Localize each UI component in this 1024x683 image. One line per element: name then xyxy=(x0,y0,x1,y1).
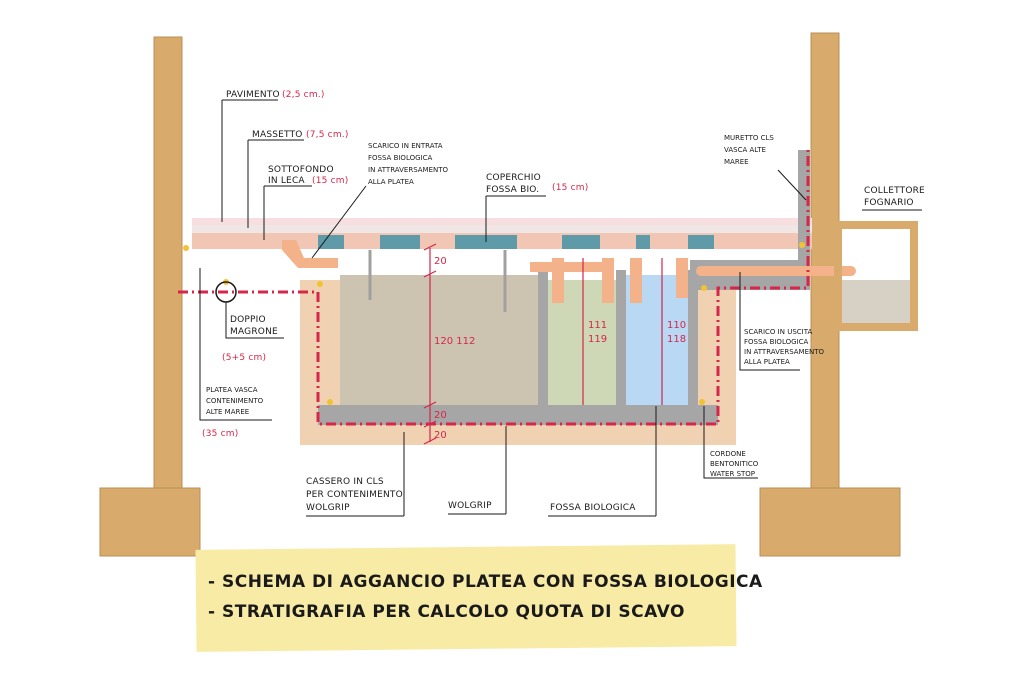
collettore-water xyxy=(842,280,910,323)
left-footing xyxy=(99,487,201,557)
dim-tick xyxy=(423,270,437,278)
label-scarico-uscita-1: SCARICO IN USCITA xyxy=(744,328,812,336)
water-stop-dot xyxy=(799,242,805,248)
label-collettore-2: FOGNARIO xyxy=(864,198,914,208)
notes-box xyxy=(195,544,737,652)
label-collettore-1: COLLETTORE xyxy=(864,186,925,196)
label-cordone-1: CORDONE xyxy=(710,450,746,458)
label-muretto-3: MAREE xyxy=(724,158,749,166)
water-stop-dot xyxy=(317,281,323,287)
water-stop-dot xyxy=(701,285,707,291)
label-scarico-uscita-2: FOSSA BIOLOGICA xyxy=(744,338,808,346)
leader-doppio xyxy=(225,302,284,339)
label-doppio-1: DOPPIO xyxy=(230,315,266,325)
partition-1 xyxy=(538,268,548,405)
label-cassero-2: PER CONTENIMENTO xyxy=(306,490,403,500)
vent-3 xyxy=(630,258,642,303)
lid-4 xyxy=(562,235,600,249)
leader-platea xyxy=(199,268,272,421)
label-cordone-2: BENTONITICO xyxy=(710,460,759,468)
leader-scarico-uscita xyxy=(739,272,800,371)
lid-2 xyxy=(380,235,420,249)
label-platea-2: CONTENIMENTO xyxy=(206,397,264,405)
label-platea-1: PLATEA VASCA xyxy=(206,386,258,394)
label-scarico-entrata-1: SCARICO IN ENTRATA xyxy=(368,142,443,150)
dim-c2-b: 119 xyxy=(588,334,607,345)
partition-3 xyxy=(688,270,698,405)
chamber-1 xyxy=(340,275,540,405)
label-muretto-1: MURETTO CLS xyxy=(724,134,774,142)
label-coperchio-1: COPERCHIO xyxy=(486,173,541,183)
label-sottofondo-2: IN LECA xyxy=(268,176,305,186)
label-cordone-3: WATER STOP xyxy=(710,470,755,478)
partition-2 xyxy=(616,270,626,405)
label-scarico-entrata-2: FOSSA BIOLOGICA xyxy=(368,154,432,162)
label-scarico-entrata-4: ALLA PLATEA xyxy=(368,178,414,186)
dim-c3-a: 110 xyxy=(667,320,686,331)
massetto-layer xyxy=(192,225,812,233)
notes-line-2: - STRATIGRAFIA PER CALCOLO QUOTA DI SCAV… xyxy=(208,602,685,622)
lid-1 xyxy=(318,235,344,249)
label-doppio-2: MAGRONE xyxy=(230,327,278,337)
inlet-pipe xyxy=(282,240,338,268)
label-doppio-val: (5+5 cm) xyxy=(222,353,266,363)
notes-line-1: - SCHEMA DI AGGANCIO PLATEA CON FOSSA BI… xyxy=(208,572,763,592)
dim-tick xyxy=(423,401,437,409)
lid-5 xyxy=(636,235,650,249)
label-coperchio-val: (15 cm) xyxy=(552,183,588,193)
dim-top-20: 20 xyxy=(434,256,447,267)
leader-cordone xyxy=(703,406,758,479)
dim-c3-b: 118 xyxy=(667,334,686,345)
water-stop-dot xyxy=(327,399,333,405)
vent-4 xyxy=(676,258,688,298)
outlet-pipe xyxy=(696,266,856,276)
pavimento-layer xyxy=(192,218,812,225)
vent-top xyxy=(530,262,610,272)
tank-base xyxy=(318,405,718,425)
label-cassero-3: WOLGRIP xyxy=(306,503,350,513)
label-scarico-uscita-3: IN ATTRAVERSAMENTO xyxy=(744,348,825,356)
label-wolgrip: WOLGRIP xyxy=(448,501,492,511)
waterproof-line xyxy=(178,150,810,426)
label-massetto-val: (7,5 cm.) xyxy=(306,130,349,140)
dim-tick xyxy=(423,243,437,251)
label-platea-val: (35 cm) xyxy=(202,429,238,439)
label-scarico-entrata-3: IN ATTRAVERSAMENTO xyxy=(368,166,449,174)
dim-tick xyxy=(423,420,437,428)
dim-main-height: 120 112 xyxy=(434,336,475,347)
label-platea-3: ALTE MAREE xyxy=(206,408,249,416)
dim-bottom-20: 20 xyxy=(434,430,447,441)
label-pavimento: PAVIMENTO xyxy=(226,90,280,100)
water-stop-dot xyxy=(699,399,705,405)
leader-muretto xyxy=(777,169,807,201)
dim-mid-20: 20 xyxy=(434,410,447,421)
lid-6 xyxy=(688,235,714,249)
label-cassero-1: CASSERO IN CLS xyxy=(306,477,384,487)
collettore-frame xyxy=(834,221,918,331)
leader-scarico-entrata xyxy=(311,185,367,259)
label-sottofondo-1: SOTTOFONDO xyxy=(268,165,334,175)
label-fossa: FOSSA BIOLOGICA xyxy=(550,503,636,513)
label-sottofondo-val: (15 cm) xyxy=(312,176,348,186)
label-pavimento-val: (2,5 cm.) xyxy=(282,90,325,100)
label-scarico-uscita-4: ALLA PLATEA xyxy=(744,358,790,366)
label-massetto: MASSETTO xyxy=(252,130,303,140)
left-post xyxy=(153,36,183,493)
right-footing xyxy=(759,487,901,557)
label-coperchio-2: FOSSA BIO. xyxy=(486,185,539,195)
water-stop-dot xyxy=(183,245,189,251)
label-muretto-2: VASCA ALTE xyxy=(724,146,766,154)
dim-c2-a: 111 xyxy=(588,320,607,331)
dim-tick xyxy=(423,437,437,445)
